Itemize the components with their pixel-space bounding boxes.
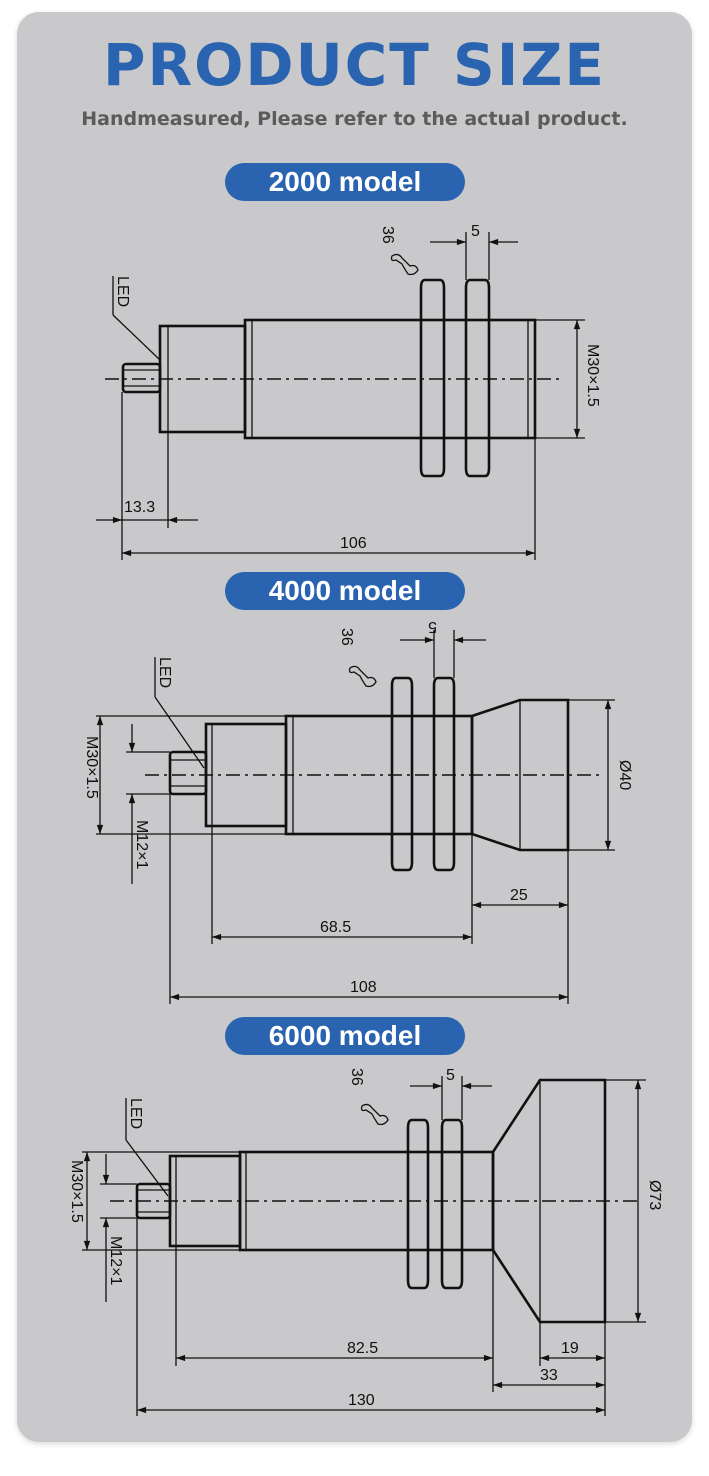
total-length-2000: 106 [340, 535, 367, 552]
product-size-card [17, 12, 692, 1442]
nut-width-4000: 5 [428, 618, 437, 635]
page-subtitle: Handmeasured, Please refer to the actual… [81, 108, 628, 130]
thread-label-2000: M30×1.5 [584, 344, 601, 407]
connector-4000 [168, 750, 208, 796]
thread-label-6000: M30×1.5 [68, 1160, 85, 1223]
total-length-4000: 108 [350, 979, 377, 996]
model-6000-badge: 6000 model [225, 1017, 465, 1055]
wrench-size-2000: 36 [379, 226, 396, 244]
led-label-2000: LED [114, 276, 131, 307]
led-label-4000: LED [156, 657, 173, 688]
cone-length-6000: 33 [540, 1367, 558, 1384]
connector-label-4000: M12×1 [133, 820, 150, 869]
drawing-6000-model: LED 36 5 M30×1.5 M12×1 Ø73 [68, 1067, 663, 1416]
drawing-4000-model: LED 36 5 M30×1.5 M12×1 Ø40 [83, 618, 633, 1004]
wrench-size-6000: 36 [348, 1068, 365, 1086]
wrench-size-4000: 36 [338, 628, 355, 646]
wrench-icon-6000 [360, 1103, 389, 1126]
thread-label-4000: M30×1.5 [83, 736, 100, 799]
diameter-label-4000: Ø40 [616, 760, 633, 790]
nut-4000-b [432, 676, 456, 872]
body-length-4000: 68.5 [320, 919, 351, 936]
page-title: PRODUCT SIZE [102, 31, 607, 99]
body-length-6000: 82.5 [347, 1340, 378, 1357]
connector-2000 [121, 362, 162, 394]
connector-label-6000: M12×1 [107, 1236, 124, 1285]
nut-width-2000: 5 [471, 223, 480, 240]
nut-width-6000: 5 [446, 1067, 455, 1084]
nut-6000-b [440, 1118, 464, 1290]
model-4000-badge: 4000 model [225, 572, 465, 610]
led-label-6000: LED [127, 1098, 144, 1129]
nut-4000-a [390, 676, 414, 872]
wrench-icon-4000 [348, 665, 377, 688]
model-2000-badge: 2000 model [225, 163, 465, 201]
nut-6000-a [406, 1118, 430, 1290]
head-length-6000: 19 [561, 1340, 579, 1357]
nut-2000-a [419, 278, 446, 478]
led-length-2000: 13.3 [124, 499, 155, 516]
nut-2000-b [464, 278, 491, 478]
total-length-6000: 130 [348, 1392, 375, 1409]
drawing-2000-model: LED 36 5 M30×1.5 13.3 106 [96, 223, 601, 560]
diameter-label-6000: Ø73 [646, 1180, 663, 1210]
wrench-icon-2000 [390, 253, 419, 276]
head-length-4000: 25 [510, 887, 528, 904]
